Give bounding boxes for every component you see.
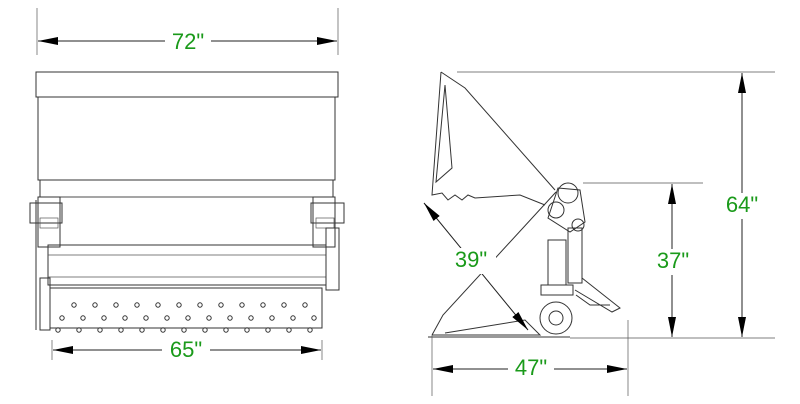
roller-tooth	[55, 327, 61, 333]
roller-tooth	[244, 327, 250, 333]
roller-tooth	[290, 315, 296, 321]
roller	[49, 287, 323, 329]
roller-tooth	[218, 302, 224, 308]
roller-tooth	[206, 315, 212, 321]
roller-tooth	[197, 302, 203, 308]
roller-tooth	[76, 327, 82, 333]
roller-tooth	[101, 315, 107, 321]
side-view	[423, 71, 775, 396]
overall-width-label: 72"	[172, 29, 204, 54]
overall-height-label: 64"	[726, 192, 758, 217]
roller-tooth	[118, 327, 124, 333]
roller-tooth	[248, 315, 254, 321]
roller-tooth	[269, 315, 275, 321]
roller-tooth	[202, 327, 208, 333]
bucket-opening-label: 39"	[455, 247, 487, 272]
roller-tooth	[134, 302, 140, 308]
roller-tooth	[71, 302, 77, 308]
roller-tooth	[311, 315, 317, 321]
front-view	[29, 8, 345, 360]
roller-tooth	[155, 302, 161, 308]
roller-tooth	[97, 327, 103, 333]
roller-tooth	[307, 327, 313, 333]
roller-teeth	[55, 302, 317, 333]
roller-tooth	[164, 315, 170, 321]
roller-tooth	[286, 327, 292, 333]
roller-tooth	[160, 327, 166, 333]
roller-tooth	[113, 302, 119, 308]
roller-tooth	[260, 302, 266, 308]
roller-tooth	[227, 315, 233, 321]
roller-tooth	[59, 315, 65, 321]
overall-depth-label: 47"	[515, 355, 547, 380]
dimension-labels: 72" 65" 64" 37" 39" 47"	[162, 29, 765, 381]
pivot-height-label: 37"	[657, 248, 689, 273]
roller-width-label: 65"	[170, 337, 202, 362]
roller-tooth	[139, 327, 145, 333]
roller-tooth	[92, 302, 98, 308]
roller-tooth	[185, 315, 191, 321]
roller-tooth	[143, 315, 149, 321]
roller-tooth	[265, 327, 271, 333]
roller-tooth	[176, 302, 182, 308]
roller-tooth	[223, 327, 229, 333]
roller-tooth	[239, 302, 245, 308]
roller-tooth	[80, 315, 86, 321]
roller-tooth	[281, 302, 287, 308]
roller-tooth	[122, 315, 128, 321]
roller-tooth	[302, 302, 308, 308]
roller-tooth	[181, 327, 187, 333]
